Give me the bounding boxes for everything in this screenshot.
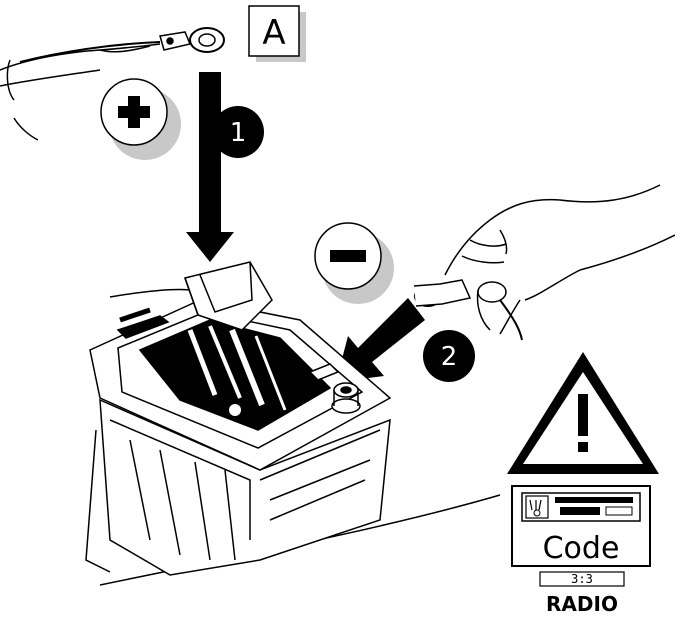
code-label: Code	[543, 531, 620, 566]
label-a-text: A	[262, 13, 285, 53]
plus-sign-icon	[101, 79, 181, 160]
label-a-box: A	[249, 6, 306, 62]
negative-cable-hand	[414, 185, 675, 340]
code-value: 3:3	[571, 572, 593, 586]
warning-triangle-icon	[507, 352, 659, 474]
radio-unit-icon	[522, 493, 640, 521]
step-1-number: 1	[230, 118, 247, 148]
radio-label: RADIO	[546, 592, 618, 616]
arrow-down-icon	[186, 72, 234, 262]
minus-sign-icon	[315, 223, 394, 304]
step-1-badge: 1	[212, 106, 264, 158]
step-2-number: 2	[441, 342, 458, 372]
radio-code-panel: Code 3:3 RADIO	[512, 486, 650, 616]
battery	[86, 262, 500, 585]
step-2-badge: 2	[423, 330, 475, 382]
